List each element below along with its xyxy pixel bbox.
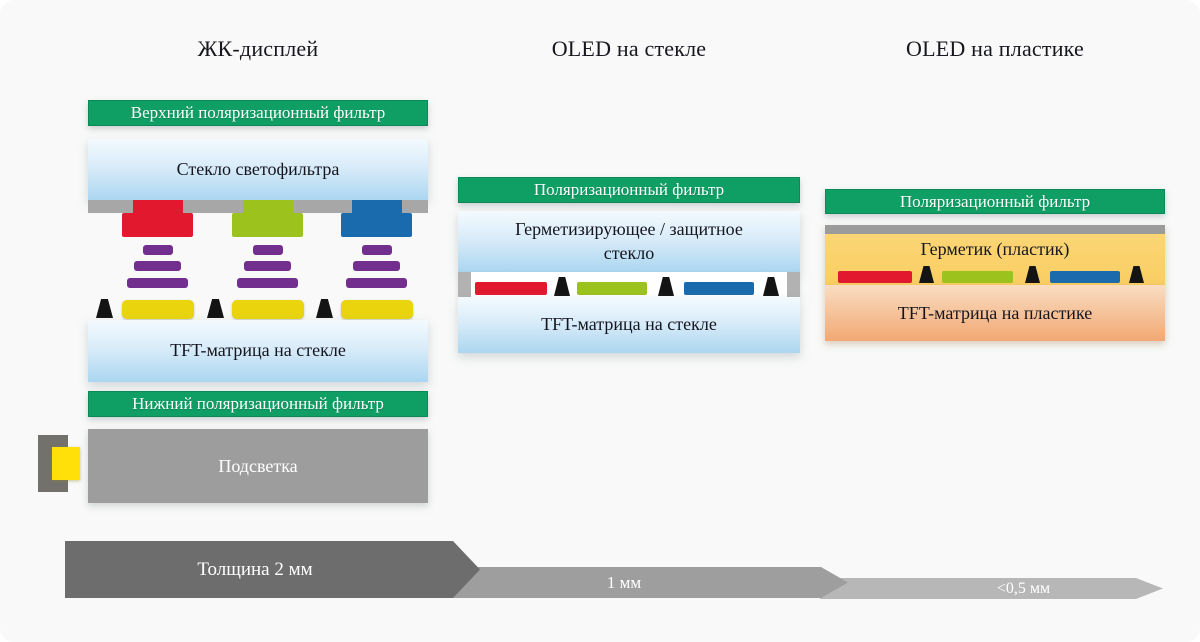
lcd-top-polarizer-layer: Верхний поляризационный фильтр (88, 100, 428, 126)
spacer-icon (316, 299, 333, 318)
liquid-crystal-bar (134, 261, 181, 271)
lcd-blue-filter (341, 213, 412, 237)
thickness-segment-1mm: 1 мм (452, 567, 848, 598)
column-title-oled-glass: OLED на стекле (551, 36, 707, 61)
oled-glass-tft-layer: TFT-матрица на стекле (458, 297, 800, 353)
lcd-backlight-layer: Подсветка (88, 429, 428, 503)
oled-blue-subpixel (684, 282, 754, 295)
electrode-bar (232, 300, 304, 319)
lcd-color-filter-glass-layer: Стекло светофильтра (88, 139, 428, 200)
liquid-crystal-bar (346, 278, 407, 288)
liquid-crystal-bar (143, 245, 173, 255)
led-chip-icon (52, 447, 80, 480)
oled-plastic-polarizer-layer: Поляризационный фильтр (825, 189, 1165, 214)
liquid-crystal-bar (253, 245, 283, 255)
liquid-crystal-bar (244, 261, 291, 271)
thickness-segment-05mm: <0,5 мм (820, 578, 1163, 599)
oled-red-subpixel (475, 282, 547, 295)
oled-plastic-seal-label: Герметик (пластик) (920, 239, 1070, 259)
lcd-red-filter (122, 213, 193, 237)
lcd-tft-layer: TFT-матрица на стекле (88, 320, 428, 382)
lcd-blue-filter-stem (352, 200, 402, 213)
spacer-icon (658, 277, 674, 296)
oled-plastic-barrier-strip (825, 225, 1165, 234)
seal-edge-cap (787, 272, 800, 297)
column-title-oled-plastic: OLED на пластике (906, 36, 1084, 61)
liquid-crystal-bar (237, 278, 298, 288)
oled-green-subpixel (942, 271, 1013, 283)
electrode-bar (341, 300, 413, 319)
spacer-icon (1129, 266, 1144, 283)
spacer-icon (554, 277, 570, 296)
electrode-bar (122, 300, 194, 319)
spacer-icon (96, 299, 113, 318)
liquid-crystal-bar (353, 261, 400, 271)
liquid-crystal-bar (127, 278, 188, 288)
lcd-green-filter-stem (243, 200, 293, 213)
seal-edge-cap (458, 272, 471, 297)
spacer-icon (763, 277, 779, 296)
oled-blue-subpixel (1050, 271, 1120, 283)
spacer-icon (1025, 266, 1040, 283)
oled-plastic-tft-layer: TFT-матрица на пластике (825, 285, 1165, 341)
thickness-segment-2mm: Толщина 2 мм (65, 541, 480, 598)
lcd-red-filter-stem (133, 200, 183, 213)
lcd-green-filter (232, 213, 303, 237)
lcd-bottom-polarizer-layer: Нижний поляризационный фильтр (88, 391, 428, 417)
spacer-icon (919, 266, 934, 283)
oled-red-subpixel (838, 271, 912, 283)
column-title-lcd: ЖК-дисплей (197, 36, 319, 61)
liquid-crystal-bar (362, 245, 392, 255)
spacer-icon (207, 299, 224, 318)
oled-glass-seal-layer: Герметизирующее / защитное стекло (458, 211, 800, 272)
oled-glass-polarizer-layer: Поляризационный фильтр (458, 177, 800, 203)
oled-green-subpixel (577, 282, 647, 295)
